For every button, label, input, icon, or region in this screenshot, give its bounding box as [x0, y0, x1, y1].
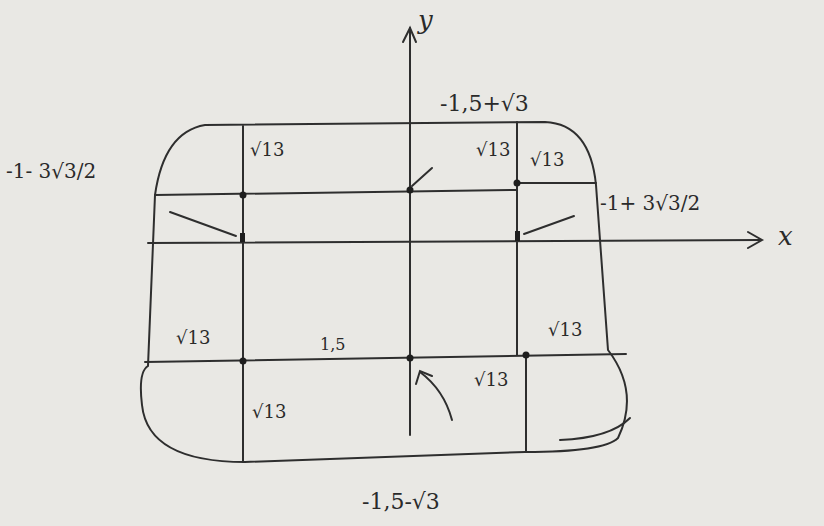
bottom-arc — [560, 418, 630, 440]
length-label: √13 — [474, 370, 508, 390]
rounded-region — [141, 122, 627, 462]
length-label: 1,5 — [320, 336, 345, 354]
point — [240, 358, 247, 365]
length-label: √13 — [530, 150, 564, 170]
axis-label: y — [418, 6, 433, 35]
coordinate-label: -1+ 3√3/2 — [600, 192, 700, 214]
leader-line — [524, 216, 574, 234]
grid-line — [517, 182, 596, 184]
point — [407, 187, 414, 194]
y-axis — [409, 28, 411, 435]
point — [240, 192, 247, 199]
point — [240, 233, 245, 242]
point — [407, 355, 414, 362]
x-axis — [148, 240, 760, 243]
point — [523, 352, 530, 359]
leader-line — [412, 168, 432, 186]
x-arrowhead — [748, 232, 762, 248]
leader-line — [170, 212, 236, 236]
axis-label: x — [778, 222, 793, 251]
point — [515, 231, 520, 241]
grid-line — [155, 190, 517, 195]
coordinate-label: -1,5+√3 — [440, 92, 529, 116]
grid-line — [525, 355, 527, 452]
length-label: √13 — [476, 140, 510, 160]
y-arrowhead — [403, 28, 416, 42]
length-label: √13 — [250, 140, 284, 160]
length-label: √13 — [252, 402, 286, 422]
length-label: √13 — [548, 320, 582, 340]
leader-arrowhead — [416, 371, 432, 384]
point — [514, 180, 521, 187]
grid-line — [145, 354, 626, 362]
coordinate-label: -1,5-√3 — [362, 490, 440, 514]
grid-line — [242, 126, 244, 462]
coordinate-label: -1- 3√3/2 — [6, 160, 96, 182]
length-label: √13 — [176, 328, 210, 348]
leader-arc — [420, 372, 452, 420]
